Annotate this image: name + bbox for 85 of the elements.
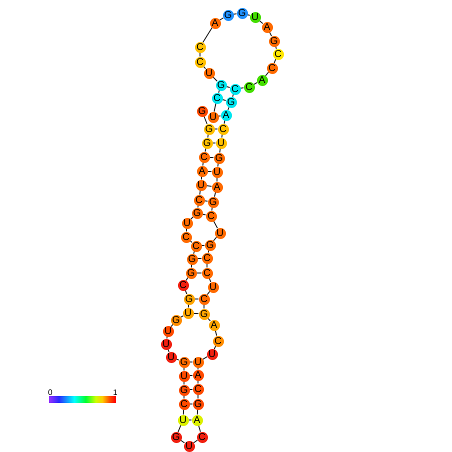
nucleotide-circle: C <box>190 240 202 252</box>
nucleotide-circle: C <box>272 48 284 60</box>
base-pair-line <box>196 272 202 274</box>
nucleotide-circle: G <box>170 432 182 442</box>
nucleotide-circle: C <box>198 152 210 162</box>
nucleotide-circle: U <box>196 180 206 190</box>
nucleotide-circle: C <box>230 84 240 94</box>
nucleotide-circle: G <box>222 10 234 20</box>
nucleotide-circle: G <box>208 196 218 208</box>
nucleotide-circle: A <box>210 18 220 28</box>
nucleotide-circle: G <box>170 314 182 326</box>
backbone-line <box>202 27 213 43</box>
nucleotide-circle: C <box>202 252 212 264</box>
nucleotide-circle: C <box>206 210 216 222</box>
nucleotide-circle: G <box>236 8 248 18</box>
nucleotide-circle: U <box>216 138 226 148</box>
nucleotide-circle: U <box>250 12 260 22</box>
nucleotide-circle: U <box>178 414 188 426</box>
nucleotide-circle: A <box>196 166 208 176</box>
nucleotide-circle: C <box>198 294 210 304</box>
backbone-line <box>186 277 188 281</box>
nucleotide-circle: A <box>262 22 272 32</box>
nucleotide-circle: C <box>194 42 206 52</box>
nucleotide-circle: G <box>214 152 224 164</box>
nucleotide-circle: C <box>192 384 204 394</box>
nucleotide-circle: C <box>178 398 190 410</box>
nucleotide-circle: A <box>256 74 268 86</box>
backbone-line <box>193 250 195 254</box>
nucleotide-circle: C <box>266 62 278 74</box>
nucleotide-circle: G <box>216 80 226 90</box>
nucleotide-circle: A <box>192 370 204 380</box>
backbone-line <box>182 409 184 415</box>
nucleotide-circle: A <box>212 182 222 192</box>
backbone-line <box>196 409 198 415</box>
nucleotide-circle: G <box>202 138 212 148</box>
nucleotide-circle: U <box>214 228 226 238</box>
nucleotide-circle: C <box>202 268 212 278</box>
nucleotide-circle: G <box>186 268 196 278</box>
nucleotide-circle: C <box>218 124 228 134</box>
nucleotide-circle: U <box>166 352 176 362</box>
nucleotide-circle: G <box>178 356 190 368</box>
nucleotide-circle: U <box>162 326 174 336</box>
backbone-line <box>232 94 234 98</box>
nucleotide-circle: A <box>220 110 232 120</box>
scale-label: 1 <box>113 389 118 397</box>
nucleotide-circle: G <box>184 294 194 304</box>
nucleotide-circle: G <box>186 254 198 264</box>
nucleotide-circle: U <box>204 68 214 78</box>
backbone-line <box>170 324 174 328</box>
nucleotide-circle: G <box>204 124 214 134</box>
base-pair-line <box>206 185 212 187</box>
nucleotide-circle: G <box>198 308 210 320</box>
nucleotide-circle: U <box>192 356 204 368</box>
nucleotide-circle: C <box>212 92 222 104</box>
nucleotide-circle: U <box>178 370 190 382</box>
nucleotide-circle: G <box>196 106 208 116</box>
nucleotide-circle: C <box>194 194 204 206</box>
nucleotide-circle: G <box>192 398 204 410</box>
nucleotide-circle: C <box>244 82 254 92</box>
backbone-line <box>214 102 216 112</box>
nucleotide-circle: C <box>194 56 206 68</box>
nucleotide-circle: C <box>212 336 224 346</box>
nucleotide-circle: C <box>178 280 188 290</box>
nucleotide-circle: U <box>182 308 194 318</box>
base-pair-line <box>193 312 199 314</box>
nucleotide-circle: C <box>196 432 208 442</box>
nucleotide-circle: U <box>208 282 218 292</box>
backbone-line <box>218 90 220 94</box>
nucleotide-circle: U <box>184 440 194 452</box>
nucleotide-circle: U <box>206 348 218 360</box>
nucleotide-circle: U <box>208 112 218 122</box>
nucleotide-circle: G <box>268 36 280 46</box>
nucleotide-circle: U <box>160 338 172 350</box>
nucleotide-circle: C <box>180 232 192 242</box>
backbone-line <box>178 424 182 432</box>
nucleotide-circle: G <box>192 208 202 218</box>
nucleotide-circle: G <box>226 96 236 108</box>
nucleotide-circle: G <box>178 384 190 396</box>
backbone-line <box>202 356 208 360</box>
scale-label: 0 <box>48 389 52 397</box>
nucleotide-circle: U <box>182 218 192 228</box>
nucleotide-circle: G <box>204 240 216 250</box>
nucleotide-circle: A <box>192 414 202 426</box>
nucleotide-circle: A <box>208 320 220 330</box>
nucleotide-circle: U <box>212 166 222 178</box>
